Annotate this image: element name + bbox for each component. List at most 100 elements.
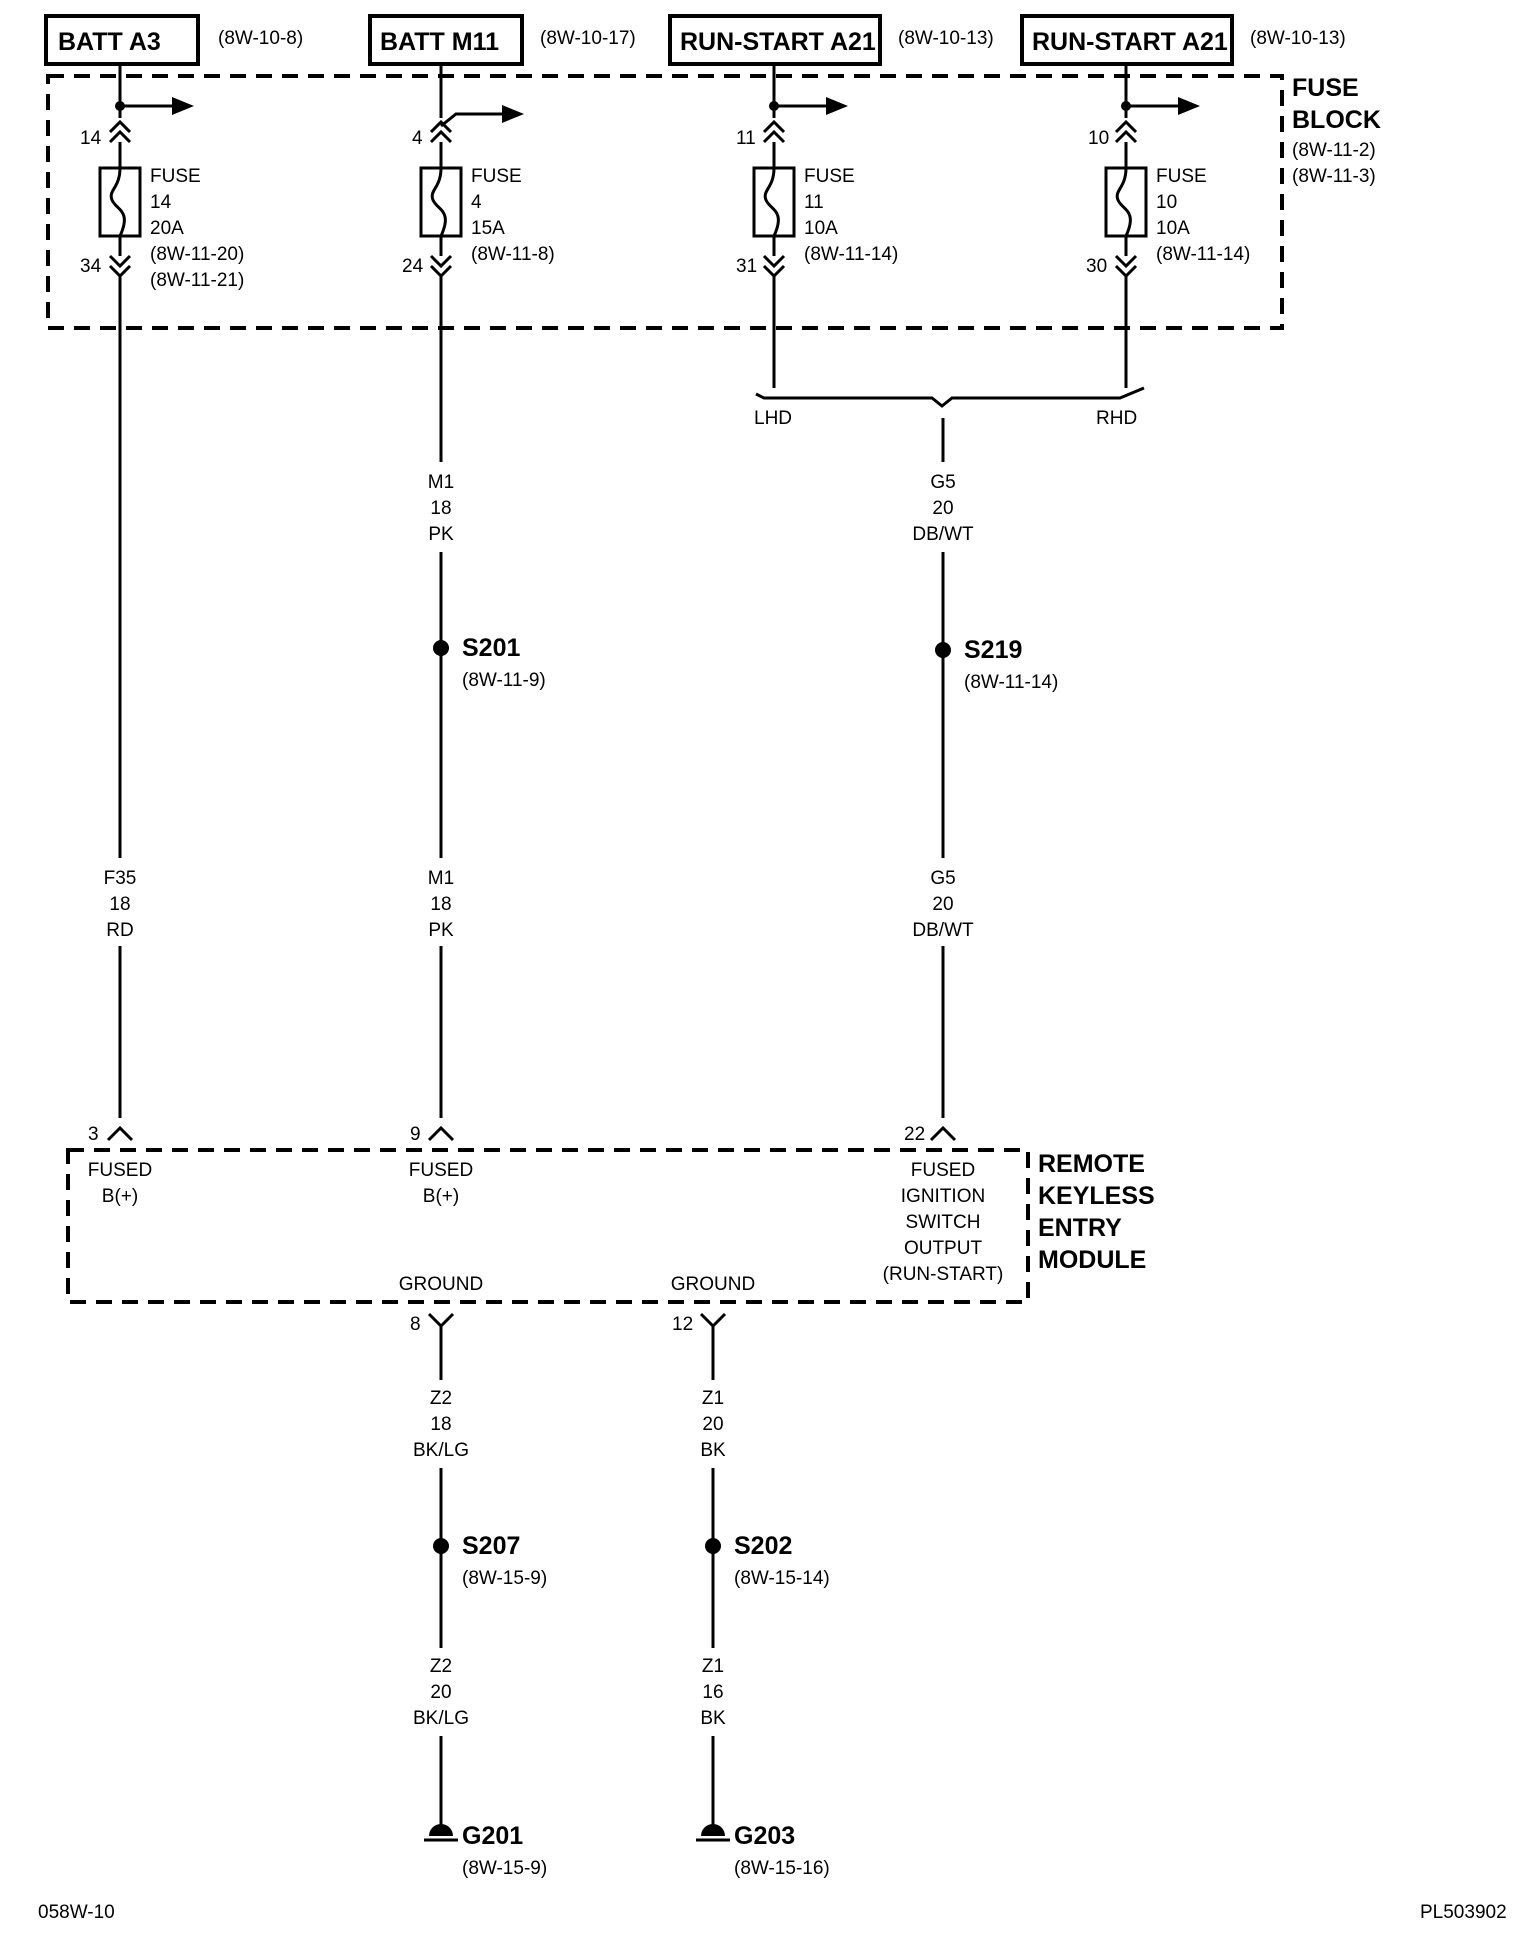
wire-label-z1-bot: Z1 16 BK [700, 1656, 726, 1729]
module-pin-9: 9 [410, 1124, 421, 1145]
splice-s219-ref: (8W-11-14) [964, 672, 1058, 693]
splice-s202-ref: (8W-15-14) [734, 1568, 830, 1589]
wire-color-g5-top: DB/WT [912, 524, 974, 545]
wire-gauge-m1-bot: 18 [430, 894, 451, 915]
splice-s201-ref: (8W-11-9) [462, 670, 546, 691]
rke-module-title-4: MODULE [1038, 1246, 1146, 1274]
fuse-4-label-1: FUSE [471, 166, 522, 187]
wire-color-f35: RD [106, 920, 133, 941]
module-fused-b-2a: FUSED [409, 1160, 473, 1181]
module-pin-22: 22 [904, 1124, 925, 1145]
rhd-label: RHD [1096, 408, 1137, 429]
module-fused-b-2b: B(+) [423, 1186, 459, 1207]
wire-label-f35: F35 18 RD [104, 868, 137, 941]
module-pin-12: 12 [672, 1314, 693, 1335]
fuse-block-ref-1: (8W-11-2) [1292, 140, 1376, 161]
wire-label-z1-top: Z1 20 BK [700, 1388, 726, 1461]
wire-label-m1-top: M1 18 PK [428, 472, 454, 545]
footer-right-code: PL503902 [1420, 1902, 1507, 1923]
wire-code-m1-top: M1 [428, 472, 454, 493]
source-box-batt-m11 [368, 14, 524, 66]
ground-g203-name: G203 [734, 1822, 795, 1850]
fuse-10-label-3: 10A [1156, 218, 1190, 239]
module-pin-12-connector [699, 1312, 727, 1329]
splice-s207-dot [433, 1538, 449, 1554]
rke-module-title-2: KEYLESS [1038, 1182, 1155, 1210]
wire-code-z2-top: Z2 [430, 1388, 452, 1409]
ground-g203-ref: (8W-15-16) [734, 1858, 830, 1879]
wire-gauge-g5-top: 20 [932, 498, 953, 519]
module-fused-b-1a: FUSED [88, 1160, 152, 1181]
wire-color-m1-bot: PK [428, 920, 454, 941]
wire-label-z2-bot: Z2 20 BK/LG [413, 1656, 469, 1729]
splice-s207-name: S207 [462, 1532, 520, 1560]
footer-left-code: 058W-10 [38, 1902, 115, 1923]
module-ign-1: FUSED [911, 1160, 975, 1181]
lhd-label: LHD [754, 408, 792, 429]
wire-color-z1-top: BK [700, 1440, 726, 1461]
fuse-11-in-pin: 11 [736, 128, 756, 149]
fuse-11-label-2: 11 [804, 192, 824, 213]
fuse-11: 11 31 FUSE 11 10A (8W-11-14) [736, 64, 898, 279]
rke-module-outline [66, 1148, 1030, 1304]
fuse-block-outline [46, 74, 1284, 330]
ground-g203-symbol [696, 1824, 730, 1842]
fuse-4-in-pin: 4 [412, 128, 423, 149]
splice-s202-name: S202 [734, 1532, 792, 1560]
fuse-11-label-3: 10A [804, 218, 838, 239]
fuse-4: 4 24 FUSE 4 15A (8W-11-8) [402, 64, 555, 279]
splice-s207-ref: (8W-15-9) [462, 1568, 547, 1589]
fuse-14-label-4: (8W-11-20) [150, 244, 244, 265]
fuse-10-label-2: 10 [1156, 192, 1177, 213]
source-ref-batt-m11: (8W-10-17) [540, 28, 636, 49]
fuse-4-label-3: 15A [471, 218, 505, 239]
fuse-block-title-2: BLOCK [1292, 106, 1381, 134]
module-ign-3: SWITCH [906, 1212, 981, 1233]
source-label-batt-a3: BATT A3 [58, 28, 161, 56]
module-pin-8: 8 [410, 1314, 421, 1335]
module-ign-5: (RUN-START) [883, 1264, 1004, 1285]
wire-gauge-z1-top: 20 [702, 1414, 723, 1435]
wire-gauge-m1-top: 18 [430, 498, 451, 519]
source-ref-run-start-2: (8W-10-13) [1250, 28, 1346, 49]
ground-g201-ref: (8W-15-9) [462, 1858, 547, 1879]
fuse-10: 10 30 FUSE 10 10A (8W-11-14) [1086, 64, 1250, 279]
rke-module-title-3: ENTRY [1038, 1214, 1122, 1242]
wire-code-g5-top: G5 [930, 472, 955, 493]
splice-s202-dot [705, 1538, 721, 1554]
source-ref-batt-a3: (8W-10-8) [218, 28, 303, 49]
module-ground-2: GROUND [671, 1274, 755, 1295]
wire-gauge-z1-bot: 16 [702, 1682, 723, 1703]
module-pin-3-connector [106, 1125, 134, 1142]
wire-code-z1-top: Z1 [702, 1388, 724, 1409]
fuse-11-out-pin: 31 [736, 256, 757, 277]
fuse-14-label-2: 14 [150, 192, 172, 213]
fuse-14-label-1: FUSE [150, 166, 201, 187]
fuse-14-label-5: (8W-11-21) [150, 270, 244, 291]
splice-s219-name: S219 [964, 636, 1022, 664]
wire-label-g5-bot: G5 20 DB/WT [912, 868, 974, 941]
module-pin-9-connector [427, 1125, 455, 1142]
wire-color-m1-top: PK [428, 524, 454, 545]
source-box-batt-a3 [44, 14, 200, 66]
wire-color-z2-top: BK/LG [413, 1440, 469, 1461]
splice-s201-dot [433, 640, 449, 656]
wire-color-g5-bot: DB/WT [912, 920, 974, 941]
source-label-run-start-2: RUN-START A21 [1032, 28, 1228, 56]
splice-s219-dot [935, 642, 951, 658]
module-pin-22-connector [929, 1125, 957, 1142]
module-ground-1: GROUND [399, 1274, 483, 1295]
fuse-11-label-1: FUSE [804, 166, 855, 187]
fuse-14: 14 34 FUSE 14 20A (8W-11-20) (8W-11-21) [80, 64, 244, 291]
wire-label-z2-top: Z2 18 BK/LG [413, 1388, 469, 1461]
ground-g201-symbol [424, 1824, 458, 1842]
module-ign-4: OUTPUT [904, 1238, 983, 1259]
wire-code-z2-bot: Z2 [430, 1656, 452, 1677]
ground-g201-name: G201 [462, 1822, 523, 1850]
module-fused-b-1b: B(+) [102, 1186, 138, 1207]
module-pin-3: 3 [88, 1124, 99, 1145]
fuse-10-in-pin: 10 [1088, 128, 1109, 149]
fuse-10-label-4: (8W-11-14) [1156, 244, 1250, 265]
rke-module-title-1: REMOTE [1038, 1150, 1145, 1178]
